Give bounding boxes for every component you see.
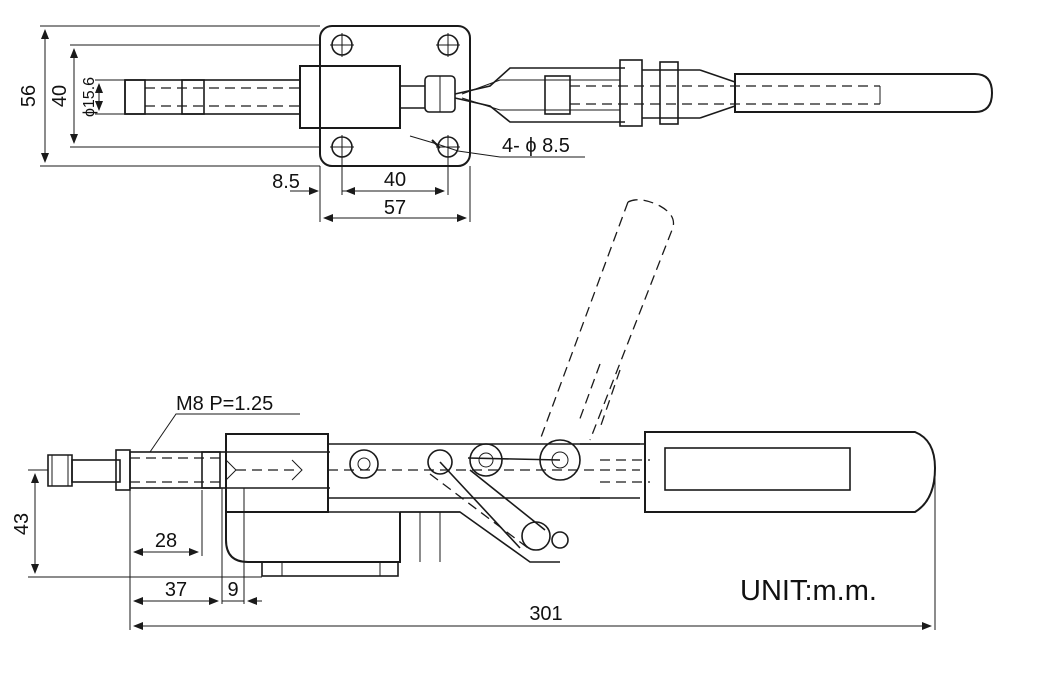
pivot-pin-1 — [349, 449, 379, 479]
dimension-9: 9 — [222, 579, 262, 605]
linkage-bar — [328, 443, 640, 499]
pivot-pin-3 — [469, 443, 503, 477]
dim-57-label: 57 — [384, 197, 406, 219]
mount-flange — [261, 561, 399, 577]
plunger-rod — [124, 79, 301, 115]
pivot-pin-2 — [427, 449, 453, 475]
pivot-pin-5 — [521, 521, 551, 551]
dimension-28: 28 — [133, 530, 199, 556]
dimension-8-5: 8.5 — [272, 171, 358, 195]
handle-raised-phantom — [539, 199, 675, 441]
thread-callout: M8 P=1.25 — [149, 393, 300, 453]
dim-8-5-label: 8.5 — [272, 171, 300, 193]
pivot-pin-6 — [551, 531, 569, 549]
handle-top — [734, 73, 994, 113]
unit-note: UNIT:m.m. — [740, 575, 877, 607]
pivot-points — [349, 439, 581, 551]
dim-40-horizontal-label: 40 — [384, 169, 406, 191]
top-view: 56 40 ϕ15.6 40 8.5 57 — [18, 25, 994, 222]
dimension-43: 43 — [11, 469, 262, 578]
pivot-block — [619, 59, 643, 127]
base-plate-side — [225, 512, 401, 563]
dimension-rod-diameter: ϕ15.6 — [81, 77, 125, 117]
dim-301-label: 301 — [529, 603, 562, 625]
dimension-37: 37 — [133, 579, 219, 605]
dim-43-label: 43 — [11, 513, 33, 535]
hole-callout: 4- ϕ 8.5 — [409, 135, 585, 158]
guide-body — [225, 433, 329, 513]
dimension-40-vertical: 40 — [49, 44, 320, 148]
jam-nut — [201, 451, 221, 489]
hex-nut — [124, 79, 146, 115]
grip-window — [664, 447, 851, 491]
dimension-57: 57 — [323, 197, 467, 222]
hex-nut — [181, 79, 205, 115]
side-view: M8 P=1.25 43 28 37 9 301 — [11, 199, 937, 630]
dim-rod-diameter-label: ϕ15.6 — [81, 77, 98, 117]
hole-callout-label: 4- ϕ 8.5 — [502, 135, 570, 157]
pivot-block — [659, 61, 679, 125]
lock-nut — [115, 449, 131, 491]
guide-block — [299, 65, 401, 129]
dim-40-vertical-label: 40 — [49, 85, 71, 107]
toggle-link — [439, 461, 546, 549]
dimension-40-horizontal: 40 — [345, 169, 445, 195]
dimension-301: 301 — [133, 603, 932, 630]
dimension-56: 56 — [18, 25, 320, 167]
linkage-arm — [454, 67, 625, 123]
end-bolt-shaft — [71, 459, 121, 483]
thread-spec-label: M8 P=1.25 — [176, 393, 273, 415]
dim-37-label: 37 — [165, 579, 187, 601]
dim-28-label: 28 — [155, 530, 177, 552]
pivot-pin — [544, 75, 571, 115]
dim-9-label: 9 — [227, 579, 238, 601]
dim-56-label: 56 — [18, 85, 40, 107]
knurled-grip — [644, 431, 937, 513]
end-bolt-head — [47, 454, 73, 487]
base-plate — [319, 25, 471, 167]
